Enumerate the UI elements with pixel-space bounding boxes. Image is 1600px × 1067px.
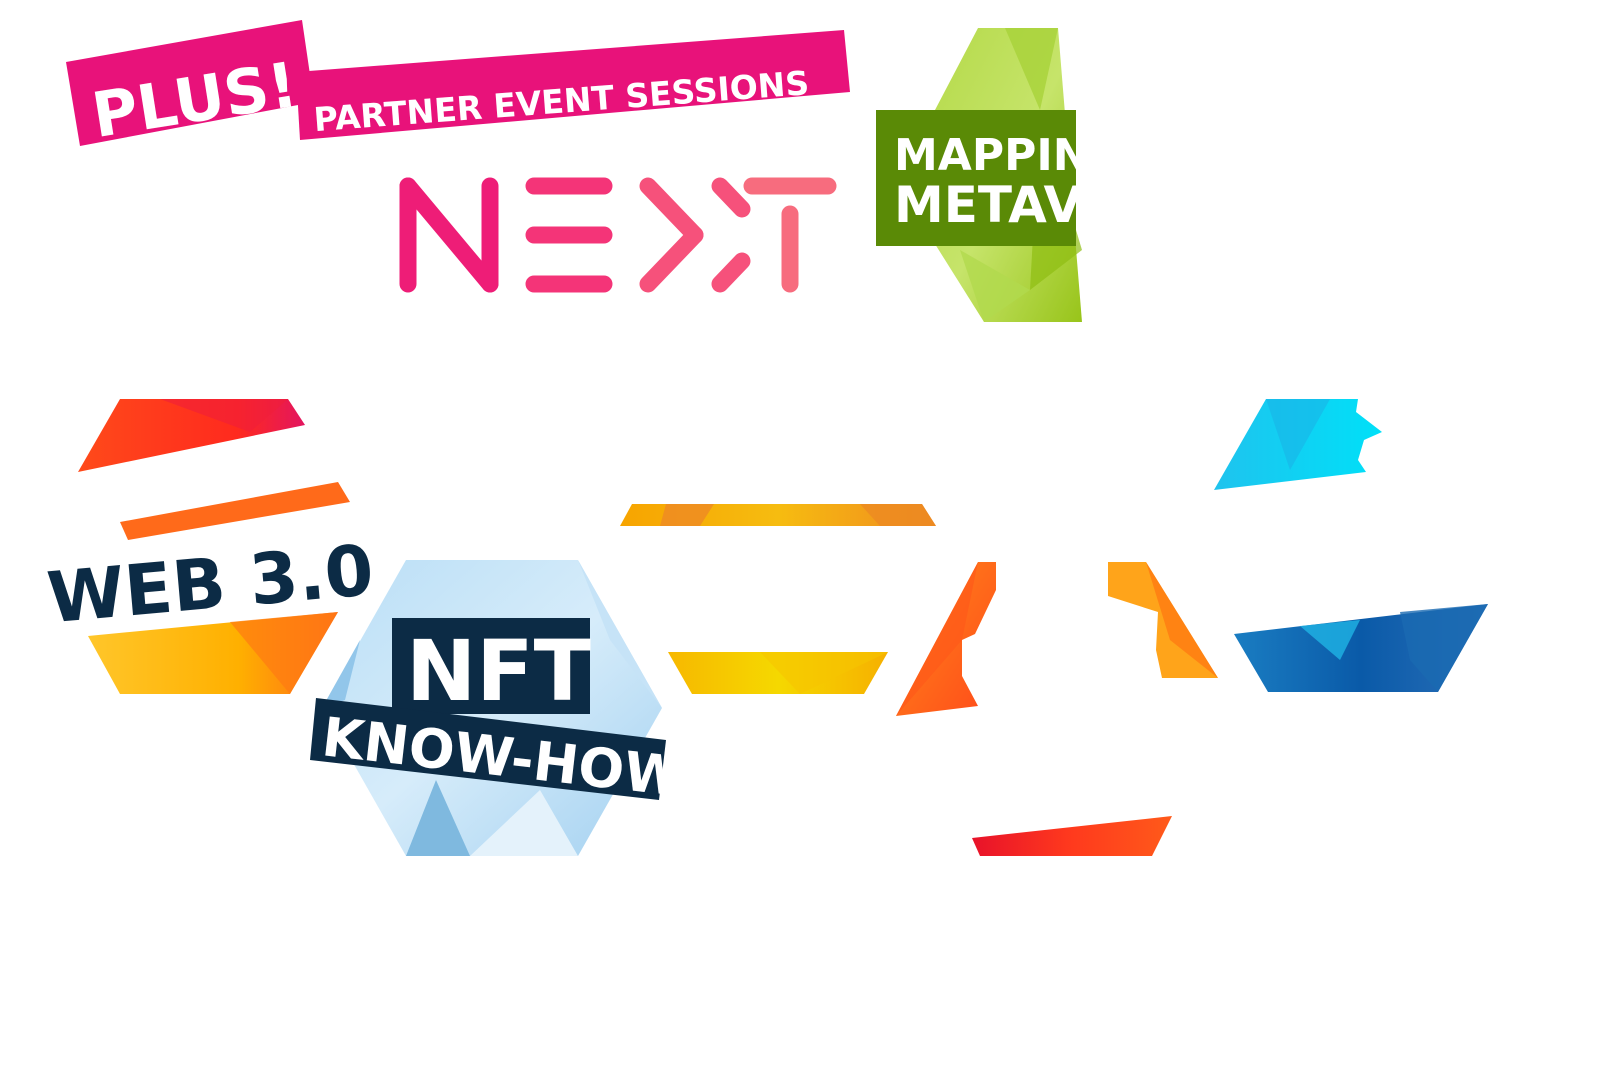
orange-facet [860,504,936,526]
blue-facet [1300,620,1360,660]
red-orange-tile [896,562,1218,856]
orange-facet [1146,562,1218,678]
red-band-bottom [972,816,1172,856]
plus-box [66,20,314,146]
nft-facet [470,790,578,856]
blue-tile [1214,399,1488,692]
metaverse-line2: METAV [894,176,1082,234]
web3-label-box [34,518,393,622]
blue-facet [1400,604,1488,692]
orange-facet [660,504,714,526]
nft-subtitle-box [310,698,666,800]
yellow-facet [760,652,888,694]
web3-mid-band [120,482,350,540]
metaverse-label-box [876,110,1076,246]
nft-line1: NFT [406,622,591,720]
metaverse-tile: MAPPIN METAV [876,28,1090,322]
blue-facet [1266,399,1330,470]
web3-facet [160,399,288,432]
sessions-strip [296,30,850,140]
nft-facet [578,560,662,708]
next-logo [399,177,837,293]
orange-facet [896,562,978,716]
nft-tile: NFT KNOW-HOW [310,560,687,856]
web3-tile: WEB 3.0 [34,399,393,694]
orange-bands [620,504,936,694]
web3-facet [230,612,338,694]
metaverse-line1: MAPPIN [894,130,1090,181]
nft-facet [322,640,360,708]
next-letter-x [639,177,751,293]
next-letter-n [399,177,499,293]
nft-label-box [392,618,590,714]
plus-banner: PLUS! PARTNER EVENT SESSIONS [66,20,850,152]
next-letter-e [525,177,613,293]
green-facet [960,250,1030,322]
green-facet [1005,28,1058,110]
nft-facet [406,780,470,856]
next-letter-t [743,177,837,293]
